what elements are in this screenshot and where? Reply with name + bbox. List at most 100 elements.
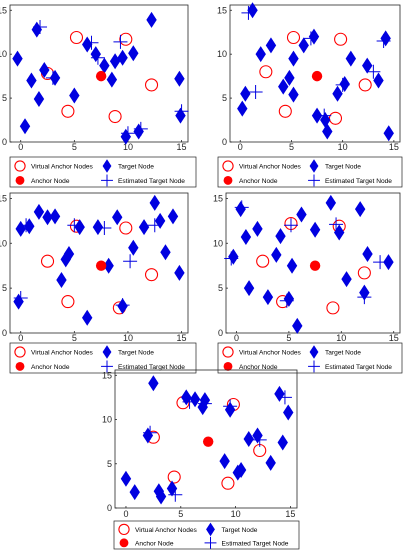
series-open-circle (146, 396, 267, 490)
diamond-point (82, 309, 93, 326)
diamond-point (155, 488, 167, 505)
plot-area-frame (225, 192, 401, 334)
diamond-point (26, 72, 37, 89)
x-tick-label: 5 (289, 142, 294, 152)
diamond-point (271, 246, 282, 263)
plus-point (279, 293, 294, 308)
diamond-point (197, 399, 208, 416)
y-tick-label: 0 (107, 503, 112, 513)
legend-label: Anchor Node (239, 178, 278, 185)
open-circle-point (167, 470, 181, 484)
diamond-point (138, 219, 150, 236)
diamond-point (82, 36, 93, 53)
legend-marker-diamond (102, 159, 112, 173)
diamond-point (296, 206, 307, 223)
diamond-point (288, 50, 299, 67)
y-tick-label: 15 (213, 193, 223, 203)
diamond-point (373, 72, 384, 89)
x-tick-label: 0 (18, 142, 23, 152)
diamond-point (117, 49, 128, 66)
y-tick-label: 15 (0, 5, 7, 15)
legend-label: Target Node (118, 164, 154, 171)
plus-point (335, 77, 350, 92)
legend-label: Anchor Node (31, 364, 70, 371)
diamond-point (149, 194, 160, 211)
diamond-point (112, 209, 123, 226)
diamond-point (247, 2, 258, 19)
series-plus (143, 390, 292, 502)
plus-point (147, 218, 162, 233)
plus-point (373, 255, 388, 270)
diamond-point (325, 194, 337, 211)
diamond-point (174, 70, 185, 87)
legend-marker-plus (101, 174, 113, 187)
x-tick-label: 10 (336, 333, 346, 343)
diamond-point (383, 125, 394, 142)
plus-point (252, 432, 267, 447)
plus-point (376, 34, 391, 49)
x-tick-label: 0 (238, 142, 243, 152)
x-tick-label: 10 (231, 509, 241, 519)
legend-label: Anchor Node (135, 540, 174, 547)
open-circle-point (108, 109, 122, 124)
series-filled-circle (95, 70, 107, 82)
legend-frame (9, 156, 197, 188)
plus-point (329, 217, 344, 232)
plus-point (303, 31, 318, 46)
legend-marker-filled-circle (15, 361, 25, 371)
plus-point (182, 394, 197, 409)
legend-marker-open-circle (222, 346, 234, 358)
plus-point (317, 108, 332, 123)
diamond-point (31, 21, 43, 38)
diamond-point (283, 290, 295, 307)
diamond-point (148, 375, 159, 392)
open-circle-point (69, 30, 84, 45)
diamond-point (362, 246, 373, 263)
diamond-point (298, 37, 309, 54)
legend-label: Anchor Node (239, 364, 278, 371)
plus-point (366, 64, 381, 79)
y-tick-label: 10 (102, 415, 112, 425)
legend-label: Virtual Anchor Nodes (135, 527, 198, 534)
diamond-point (243, 431, 254, 447)
legend-label: Estimated Target Node (118, 178, 185, 185)
x-tick-label: 5 (286, 333, 291, 343)
plot-area-frame (229, 4, 401, 143)
plus-point (67, 218, 82, 233)
plot-area-frame (114, 369, 298, 509)
diamond-point (174, 264, 185, 281)
diamond-point (142, 427, 154, 444)
legend-frame (217, 156, 403, 188)
plot-area-frame (9, 4, 189, 143)
diamond-point (274, 385, 285, 402)
y-tick-label: 5 (2, 93, 7, 103)
series-filled-circle (311, 70, 323, 82)
diamond-point (292, 317, 303, 334)
open-circle-point (259, 65, 273, 79)
filled-circle-point (309, 260, 321, 271)
legend-marker-diamond (102, 345, 112, 359)
plus-point (248, 84, 263, 99)
y-tick-label: 0 (2, 137, 7, 147)
diamond-point (175, 107, 186, 124)
legend-label: Virtual Anchor Nodes (31, 350, 94, 357)
legend-label: Virtual Anchor Nodes (239, 164, 302, 171)
plus-point (224, 251, 239, 266)
diamond-point (228, 248, 239, 265)
diamond-point (74, 219, 85, 236)
x-tick-label: 15 (389, 142, 399, 152)
plus-point (19, 218, 34, 233)
diamond-point (275, 228, 286, 245)
legend-marker-open-circle (14, 346, 26, 358)
plus-point (168, 487, 183, 502)
diamond-point (322, 123, 333, 140)
diamond-point (265, 454, 276, 471)
y-tick-label: 5 (218, 283, 223, 293)
x-tick-label: 5 (178, 509, 183, 519)
plus-point (45, 70, 60, 85)
y-tick-label: 5 (222, 93, 227, 103)
plus-point (133, 121, 148, 136)
